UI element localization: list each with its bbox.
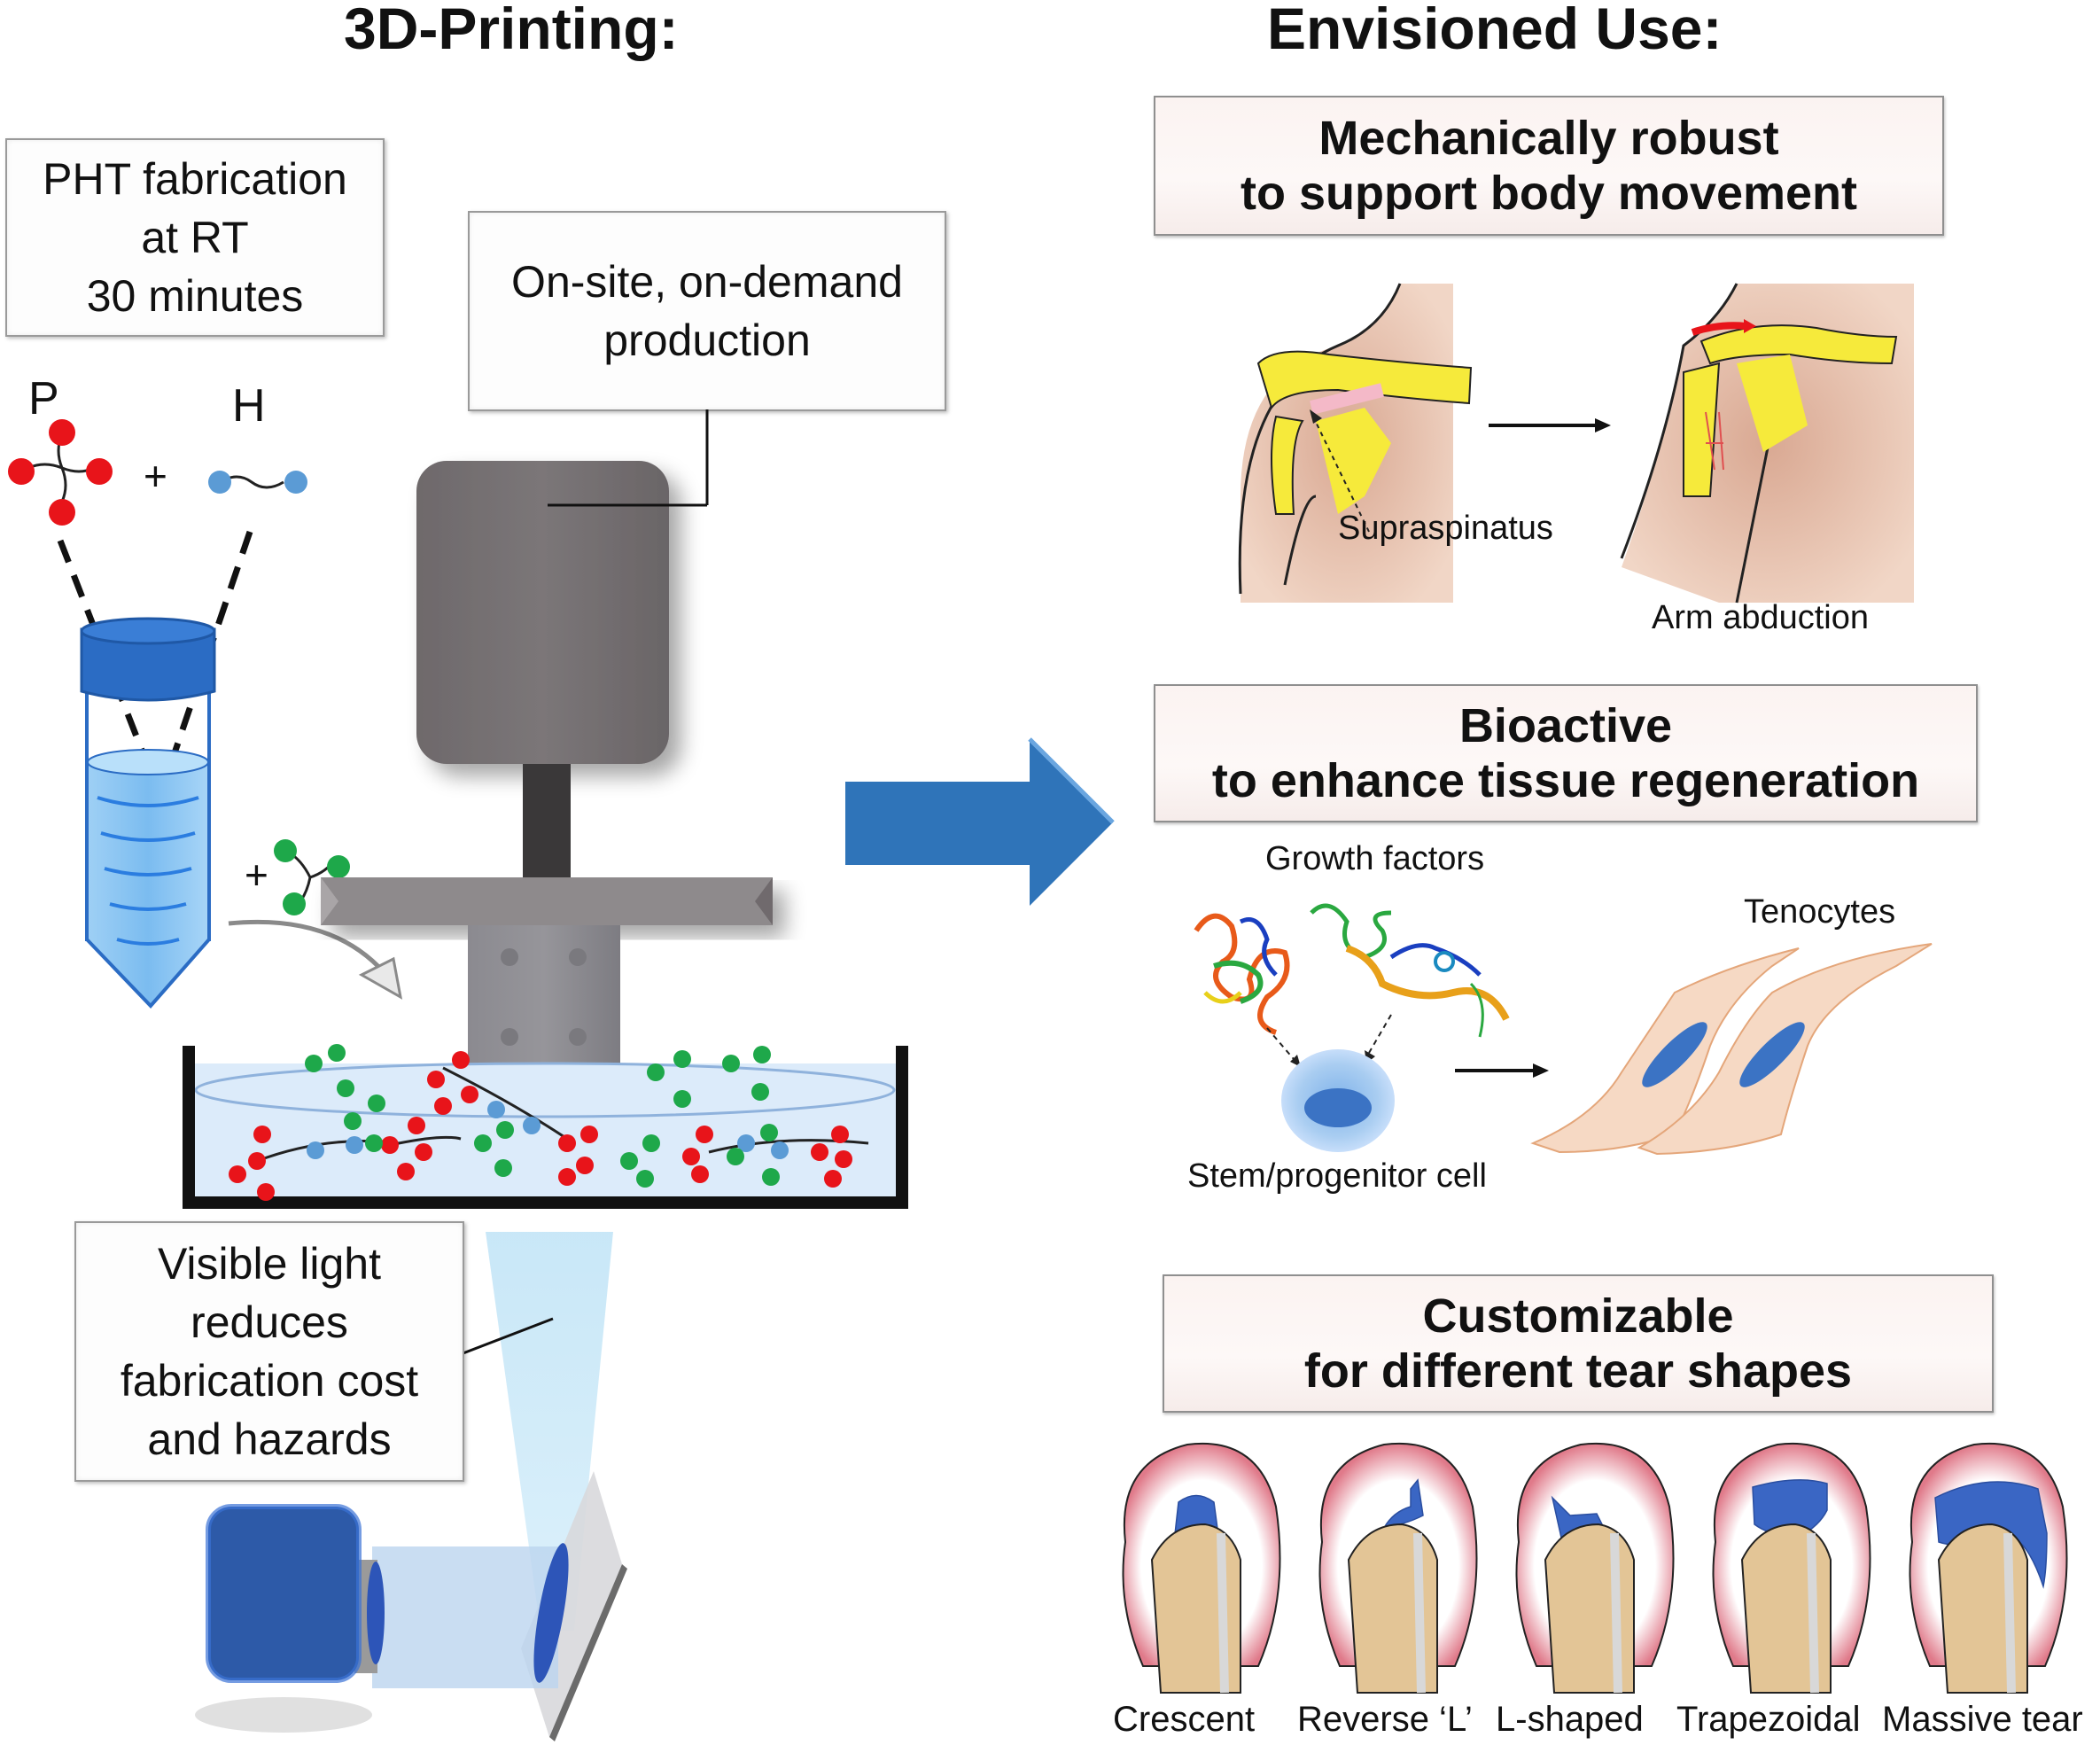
bioactive-illustration [1194,903,1933,1156]
tear-shape-label: Reverse ‘L’ [1297,1700,1473,1739]
production-line: production [603,316,811,365]
growth-factor-protein-icon [1194,913,1290,1035]
light-line: reduces [191,1297,348,1347]
section-heading-3d-printing: 3D-Printing: [344,0,679,61]
light-line: fabrication cost [120,1356,419,1406]
light-info-box: Visible light reduces fabrication cost a… [74,1221,464,1482]
mechanical-robust-box: Mechanically robust to support body move… [1154,96,1944,236]
fabrication-line: PHT fabrication [43,154,347,204]
printer-column [523,764,571,879]
printing-illustration [8,409,908,1741]
section-title-line: to support body movement [1240,167,1857,220]
build-platform [468,925,620,1087]
customizable-box: Customizable for different tear shapes [1163,1274,1994,1413]
section-title-line: to enhance tissue regeneration [1211,754,1920,807]
tear-shape-label: Crescent [1113,1700,1256,1739]
fabrication-info-box: PHT fabrication at RT 30 minutes [5,138,385,337]
growth-factor-protein-icon [1310,903,1510,1038]
growth-factors-label: Growth factors [1265,840,1485,877]
fabrication-line: 30 minutes [86,271,304,321]
rotator-cuff-tear-icon [1122,1442,1281,1694]
tear-shape-label: Massive tear [1882,1700,2083,1739]
section-title-line: Customizable [1422,1289,1734,1343]
supraspinatus-label: Supraspinatus [1338,510,1553,547]
light-line: Visible light [157,1239,381,1289]
plus-sign: + [245,852,268,898]
crosslinker-h-label: H [232,380,266,432]
printer-arm [321,877,773,925]
precursor-p-label: P [28,373,59,425]
resin-bath [183,1046,908,1209]
tear-shape-label: Trapezoidal [1676,1700,1861,1739]
fabrication-line: at RT [141,213,249,262]
right-arrow-icon [845,737,1115,906]
arm-abduction-label: Arm abduction [1652,599,1870,636]
section-title-line: for different tear shapes [1303,1344,1853,1398]
section-title-line: Bioactive [1458,699,1673,752]
rotator-cuff-tear-icon [1712,1442,1871,1694]
horizontal-beam [372,1546,558,1688]
printer-head [416,461,669,764]
bioactive-box: Bioactive to enhance tissue regeneration [1154,684,1978,822]
section-title-line: Mechanically robust [1318,112,1779,165]
tear-shapes-illustration [1122,1442,2068,1694]
hydrogel-network [229,1044,869,1201]
light-source-icon [195,1504,385,1733]
rotator-cuff-tear-icon [1515,1442,1675,1694]
additive-molecule-icon [274,839,350,915]
tenocyte-cell-icon [1637,943,1933,1156]
shoulder-illustration [1238,283,1914,604]
tear-shape-label: L-shaped [1496,1700,1644,1739]
rotator-cuff-tear-icon [1318,1442,1478,1694]
plus-sign: + [144,453,167,499]
p-molecule-icon [8,419,113,526]
production-info-box: On-site, on-demand production [468,211,946,411]
h-molecule-icon [208,471,307,494]
tenocytes-label: Tenocytes [1744,893,1896,931]
rotator-cuff-tear-icon [1909,1442,2068,1694]
conical-tube-icon [80,617,216,1009]
light-line: and hazards [147,1414,392,1464]
section-heading-envisioned-use: Envisioned Use: [1267,0,1723,61]
stem-cell-label: Stem/progenitor cell [1187,1157,1487,1195]
production-line: On-site, on-demand [511,257,903,307]
